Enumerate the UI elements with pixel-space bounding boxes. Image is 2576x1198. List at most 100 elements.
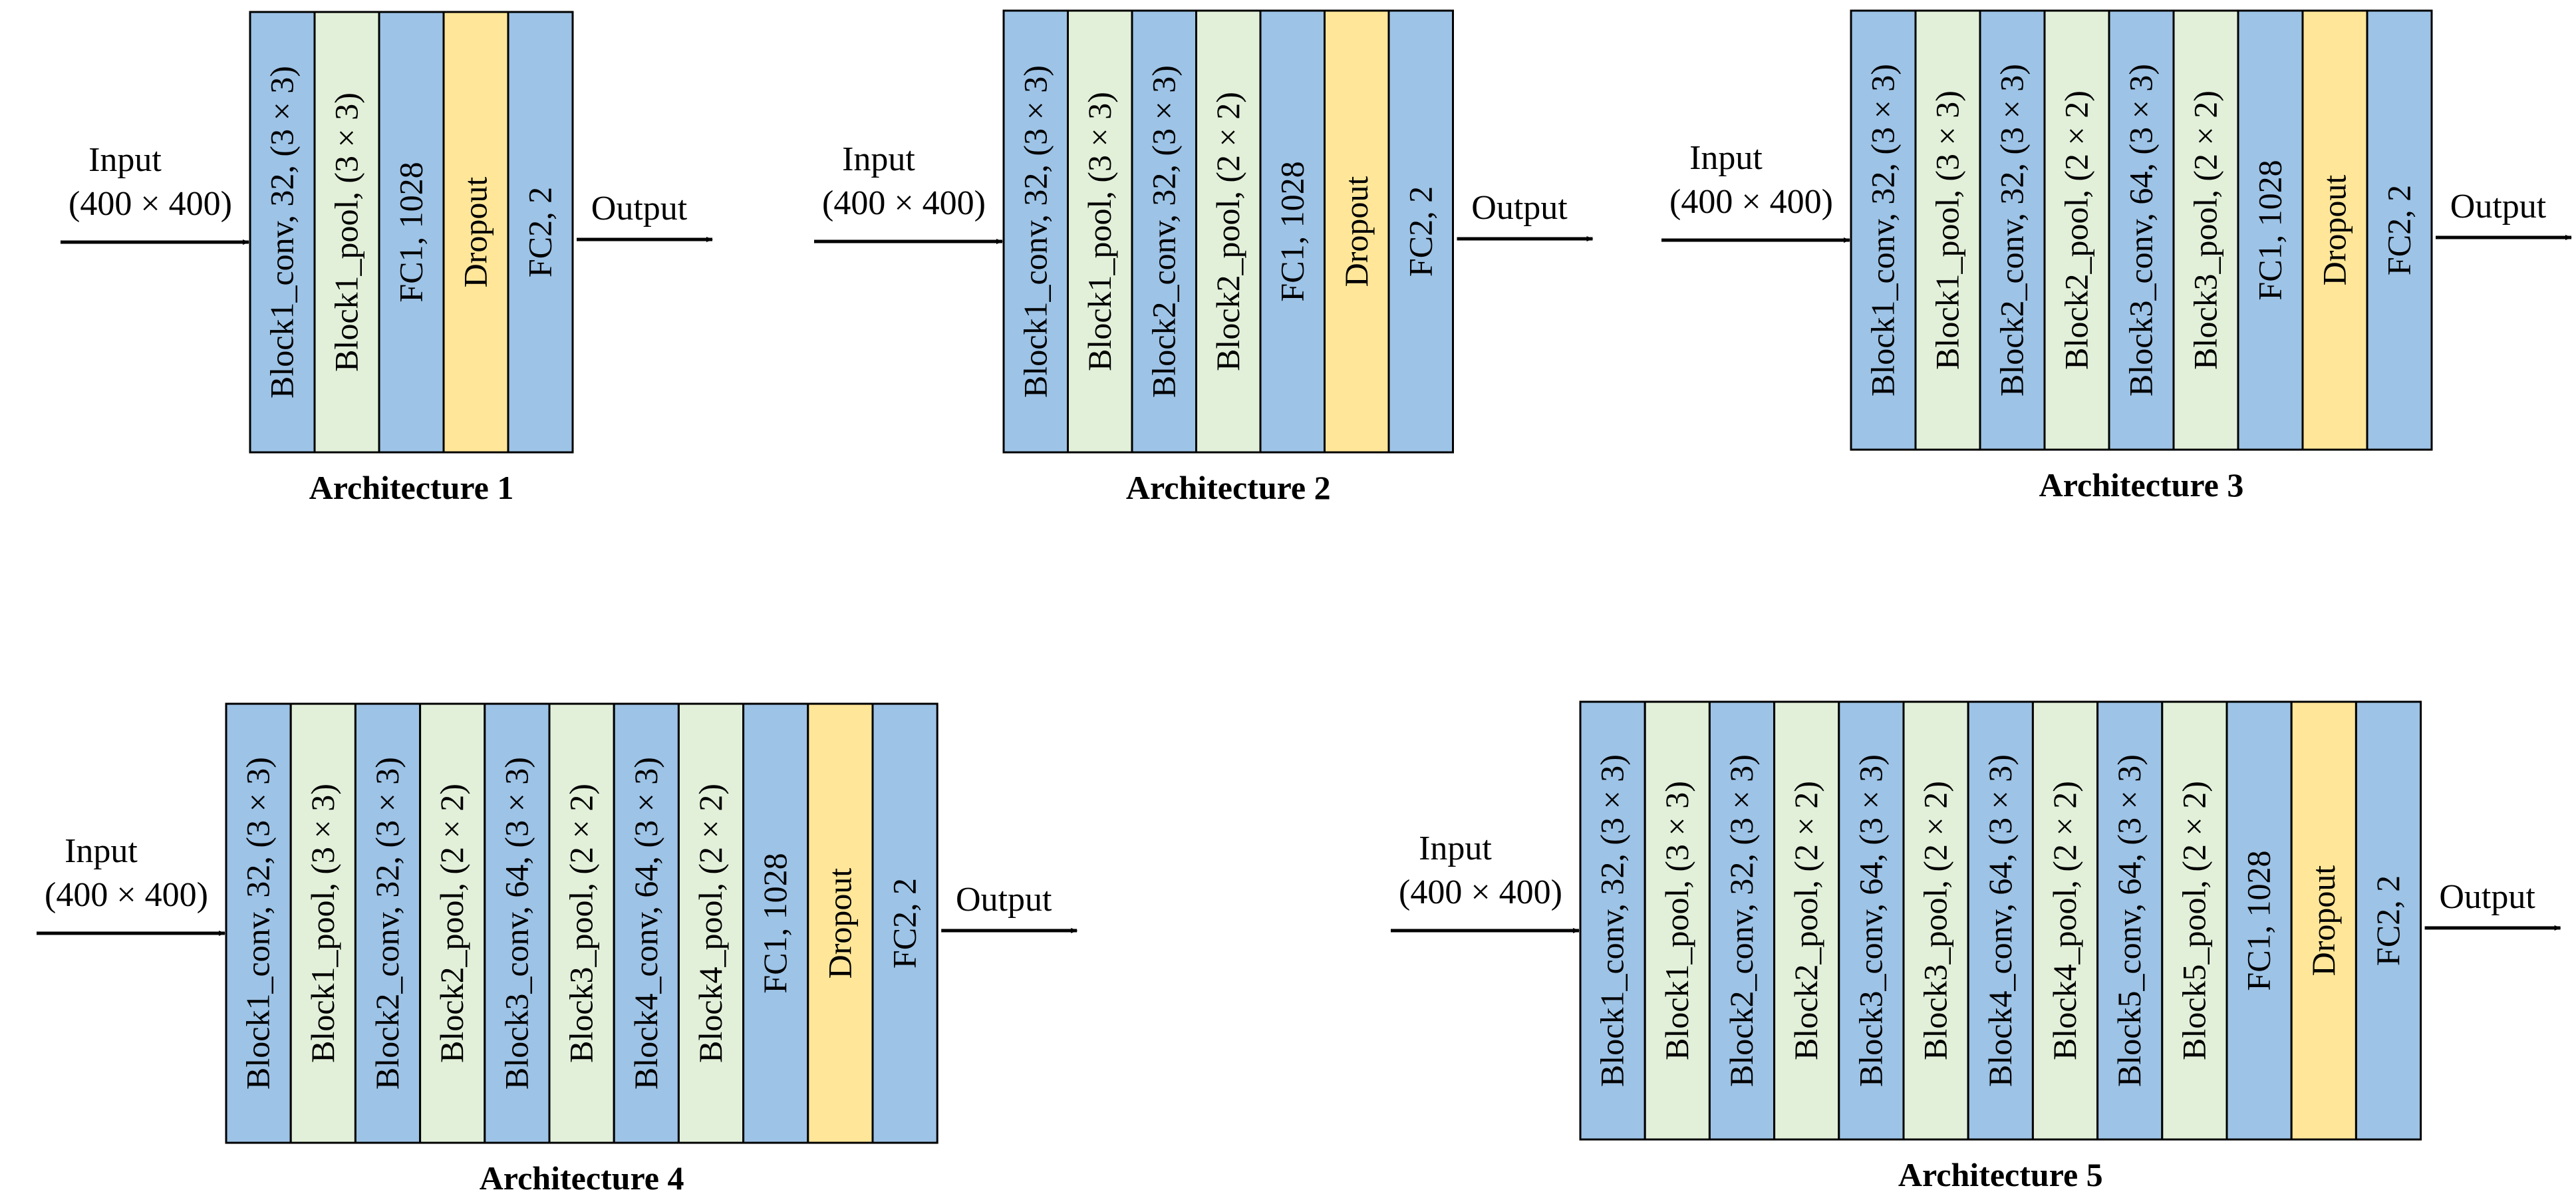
layer-pool: Block2_pool, (2 × 2) bbox=[1195, 9, 1262, 454]
layer-box bbox=[2237, 9, 2304, 451]
layer-dropout: Dropout bbox=[2290, 700, 2357, 1141]
layer-box bbox=[1708, 700, 1776, 1141]
layer-box bbox=[2301, 9, 2368, 451]
layer-box bbox=[1387, 9, 1454, 454]
layer-box bbox=[2161, 700, 2228, 1141]
layer-box bbox=[2225, 700, 2293, 1141]
input-size-label: (400 × 400) bbox=[1399, 873, 1562, 911]
layer-conv: Block3_conv, 64, (3 × 3) bbox=[484, 702, 551, 1144]
layer-pool: Block4_pool, (2 × 2) bbox=[2031, 700, 2099, 1141]
input-label: Input bbox=[1689, 139, 1763, 177]
layer-fc: FC2, 2 bbox=[507, 11, 574, 454]
layer-label: Dropout bbox=[1338, 176, 1375, 287]
layer-pool: Block1_pool, (3 × 3) bbox=[313, 11, 380, 454]
layer-box bbox=[1067, 9, 1133, 454]
layer-conv: Block2_conv, 32, (3 × 3) bbox=[1131, 9, 1197, 454]
layer-dropout: Dropout bbox=[442, 11, 509, 454]
architecture-1: Block1_conv, 32, (3 × 3) Block1_pool, (3 … bbox=[61, 11, 713, 506]
output-label: Output bbox=[1471, 189, 1568, 227]
layer-box bbox=[1644, 700, 1711, 1141]
layer-fc: FC2, 2 bbox=[2355, 700, 2422, 1141]
architecture-4: Block1_conv, 32, (3 × 3)Block1_pool, (3 … bbox=[37, 702, 1078, 1197]
layer-label: FC2, 2 bbox=[2369, 875, 2406, 966]
layer-pool: Block3_pool, (2 × 2) bbox=[1902, 700, 1969, 1141]
layer-box bbox=[677, 702, 745, 1144]
layer-label: Block1_pool, (3 × 3) bbox=[328, 92, 365, 372]
architecture-title: Architecture 2 bbox=[1126, 469, 1331, 506]
layer-label: Block3_pool, (2 × 2) bbox=[563, 784, 600, 1063]
layer-fc: FC2, 2 bbox=[1387, 9, 1454, 454]
layer-label: Block4_conv, 64, (3 × 3) bbox=[627, 757, 664, 1090]
layer-pool: Block3_pool, (2 × 2) bbox=[548, 702, 615, 1144]
layer-label: Block1_pool, (3 × 3) bbox=[1929, 90, 1966, 370]
layer-conv: Block1_conv, 32, (3 × 3) bbox=[249, 11, 316, 454]
layer-label: Dropout bbox=[457, 177, 494, 288]
layer-box bbox=[2172, 9, 2239, 451]
input-size-label: (400 × 400) bbox=[69, 185, 232, 223]
layer-label: Block2_pool, (2 × 2) bbox=[1787, 781, 1824, 1060]
layer-fc: FC2, 2 bbox=[2366, 9, 2433, 451]
layer-pool: Block2_pool, (2 × 2) bbox=[1773, 700, 1840, 1141]
layer-dropout: Dropout bbox=[2301, 9, 2368, 451]
layer-box bbox=[289, 702, 357, 1144]
layer-conv: Block3_conv, 64, (3 × 3) bbox=[2108, 9, 2175, 451]
layer-conv: Block2_conv, 32, (3 × 3) bbox=[1979, 9, 2046, 451]
layer-label: Block1_conv, 32, (3 × 3) bbox=[1016, 65, 1054, 398]
layer-box bbox=[1131, 9, 1197, 454]
layer-label: FC2, 2 bbox=[521, 187, 559, 277]
layer-label: Block2_pool, (2 × 2) bbox=[2058, 90, 2095, 370]
layer-conv: Block1_conv, 32, (3 × 3) bbox=[1850, 9, 1917, 451]
layer-label: Block1_conv, 32, (3 × 3) bbox=[1864, 64, 1902, 396]
layer-box bbox=[1259, 9, 1326, 454]
layer-fc: FC1, 1028 bbox=[742, 702, 809, 1144]
layer-label: Dropout bbox=[2305, 865, 2342, 976]
input-label: Input bbox=[88, 141, 162, 179]
layer-label: Block1_pool, (3 × 3) bbox=[1658, 781, 1695, 1060]
layer-label: Block1_conv, 32, (3 × 3) bbox=[263, 66, 301, 398]
layer-label: Block2_conv, 32, (3 × 3) bbox=[1993, 64, 2031, 396]
layer-conv: Block5_conv, 64, (3 × 3) bbox=[2096, 700, 2164, 1141]
layer-conv: Block1_conv, 32, (3 × 3) bbox=[1579, 700, 1646, 1141]
layer-label: Block4_conv, 64, (3 × 3) bbox=[1981, 754, 2019, 1087]
layer-label: Block5_conv, 64, (3 × 3) bbox=[2110, 754, 2148, 1087]
layer-label: Block3_conv, 64, (3 × 3) bbox=[1852, 754, 1889, 1087]
layer-label: Block3_conv, 64, (3 × 3) bbox=[2122, 64, 2160, 396]
architecture-groups: Block1_conv, 32, (3 × 3) Block1_pool, (3 … bbox=[37, 9, 2572, 1197]
layer-label: FC1, 1028 bbox=[756, 853, 793, 993]
layer-box bbox=[378, 11, 445, 454]
layer-box bbox=[2290, 700, 2357, 1141]
architecture-3: Block1_conv, 32, (3 × 3) Block1_pool, (3 … bbox=[1661, 9, 2572, 504]
layer-label: Block2_conv, 32, (3 × 3) bbox=[1723, 754, 1760, 1087]
layer-label: FC2, 2 bbox=[886, 878, 923, 969]
layer-label: Dropout bbox=[821, 868, 858, 979]
layer-box bbox=[2096, 700, 2164, 1141]
layer-conv: Block2_conv, 32, (3 × 3) bbox=[1708, 700, 1776, 1141]
layer-pool: Block3_pool, (2 × 2) bbox=[2172, 9, 2239, 451]
layer-label: Block1_pool, (3 × 3) bbox=[1081, 92, 1118, 371]
layer-dropout: Dropout bbox=[807, 702, 874, 1144]
layer-box bbox=[871, 702, 938, 1144]
layer-label: FC2, 2 bbox=[1401, 186, 1439, 277]
layer-label: Block5_pool, (2 × 2) bbox=[2175, 781, 2212, 1060]
output-label: Output bbox=[2450, 188, 2547, 225]
layer-box bbox=[1002, 9, 1069, 454]
architecture-5: Block1_conv, 32, (3 × 3) Block1_pool, (3 … bbox=[1391, 700, 2561, 1193]
layer-fc: FC1, 1028 bbox=[2237, 9, 2304, 451]
architecture-title: Architecture 4 bbox=[480, 1159, 684, 1197]
layer-label: Block2_conv, 32, (3 × 3) bbox=[1145, 65, 1182, 398]
layer-label: Block4_pool, (2 × 2) bbox=[2046, 781, 2083, 1060]
layer-label: Block2_conv, 32, (3 × 3) bbox=[368, 757, 406, 1090]
layer-label: Block1_conv, 32, (3 × 3) bbox=[239, 757, 277, 1090]
layer-conv: Block4_conv, 64, (3 × 3) bbox=[1967, 700, 2034, 1141]
input-size-label: (400 × 400) bbox=[822, 184, 986, 222]
input-size-label: (400 × 400) bbox=[1669, 183, 1833, 221]
layer-box bbox=[548, 702, 615, 1144]
architecture-title: Architecture 3 bbox=[2039, 466, 2244, 504]
layer-conv: Block2_conv, 32, (3 × 3) bbox=[354, 702, 422, 1144]
layer-conv: Block4_conv, 64, (3 × 3) bbox=[613, 702, 680, 1144]
layer-box bbox=[1914, 9, 1981, 451]
layer-box bbox=[1838, 700, 1905, 1141]
layer-box bbox=[2355, 700, 2422, 1141]
layer-label: FC1, 1028 bbox=[2251, 160, 2289, 300]
